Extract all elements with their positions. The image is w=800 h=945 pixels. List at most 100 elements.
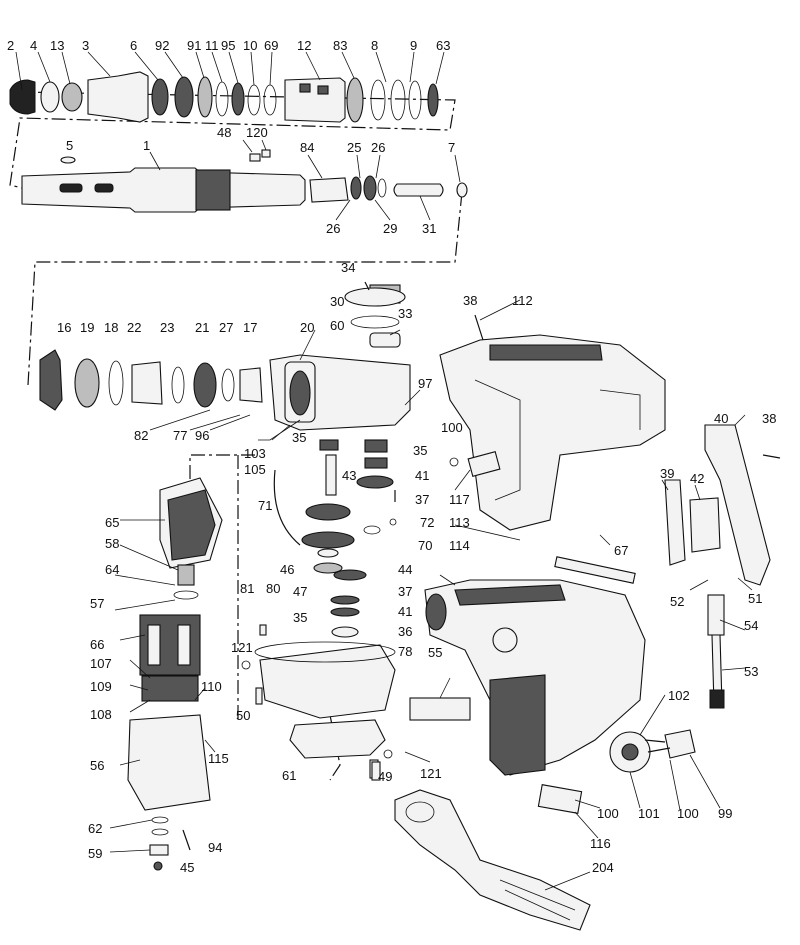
part-label-17: 17	[243, 320, 257, 335]
part-label-91: 91	[187, 38, 201, 53]
gearbox-housing	[258, 284, 411, 441]
part-label-40: 40	[714, 411, 728, 426]
part-label-61: 61	[282, 768, 296, 783]
part-label-102: 102	[668, 688, 690, 703]
part-label-96: 96	[195, 428, 209, 443]
part-label-50: 50	[236, 708, 250, 723]
part-label-69: 69	[264, 38, 278, 53]
part-label-7: 7	[448, 140, 455, 155]
part-label-107: 107	[90, 656, 112, 671]
part-label-62: 62	[88, 821, 102, 836]
part-label-84: 84	[300, 140, 314, 155]
part-label-37: 37	[398, 584, 412, 599]
part-label-42: 42	[690, 471, 704, 486]
part-label-13: 13	[50, 38, 64, 53]
part-label-25: 25	[347, 140, 361, 155]
part-label-97: 97	[418, 376, 432, 391]
part-label-3: 3	[82, 38, 89, 53]
handle-cord-parts	[554, 424, 771, 773]
part-label-113: 113	[449, 515, 470, 530]
leader-lines	[15, 51, 753, 891]
part-label-37: 37	[415, 492, 429, 507]
part-label-47: 47	[293, 584, 307, 599]
main-housing-upper	[439, 334, 666, 531]
part-label-12: 12	[297, 38, 311, 53]
part-label-31: 31	[422, 221, 436, 236]
part-label-112: 112	[512, 293, 533, 308]
part-label-65: 65	[105, 515, 119, 530]
part-label-29: 29	[383, 221, 397, 236]
part-label-67: 67	[614, 543, 628, 558]
part-label-48: 48	[217, 125, 231, 140]
part-label-35: 35	[293, 610, 307, 625]
part-label-38: 38	[463, 293, 477, 308]
part-label-120: 120	[246, 125, 268, 140]
part-label-100: 100	[597, 806, 619, 821]
part-label-35: 35	[292, 430, 306, 445]
part-label-41: 41	[398, 604, 412, 619]
part-label-9: 9	[410, 38, 417, 53]
part-label-105: 105	[244, 462, 266, 477]
part-label-16: 16	[57, 320, 71, 335]
part-label-60: 60	[330, 318, 344, 333]
part-label-43: 43	[342, 468, 356, 483]
part-label-71: 71	[258, 498, 272, 513]
part-label-20: 20	[300, 320, 314, 335]
part-label-18: 18	[104, 320, 118, 335]
part-label-30: 30	[330, 294, 344, 309]
main-housing-lower	[409, 579, 646, 814]
part-label-115: 115	[208, 751, 229, 766]
gear-train	[39, 349, 263, 411]
clutch-stack	[273, 439, 394, 638]
armature-motor	[127, 477, 223, 871]
part-label-6: 6	[130, 38, 137, 53]
part-label-92: 92	[155, 38, 169, 53]
part-label-1: 1	[143, 138, 150, 153]
part-label-82: 82	[134, 428, 148, 443]
part-label-108: 108	[90, 707, 112, 722]
part-label-94: 94	[208, 840, 222, 855]
part-label-34: 34	[341, 260, 355, 275]
spindle-shaft	[21, 149, 468, 213]
part-label-72: 72	[420, 515, 434, 530]
part-label-8: 8	[371, 38, 378, 53]
chuck-assembly	[9, 71, 439, 123]
part-label-121: 121	[231, 640, 253, 655]
part-label-95: 95	[221, 38, 235, 53]
part-label-45: 45	[180, 860, 194, 875]
part-label-78: 78	[398, 644, 412, 659]
part-label-35: 35	[413, 443, 427, 458]
part-label-101: 101	[638, 806, 660, 821]
part-label-41: 41	[415, 468, 429, 483]
part-label-49: 49	[378, 769, 392, 784]
assembly-path-lines	[9, 91, 463, 781]
part-label-81: 81	[240, 581, 254, 596]
part-label-63: 63	[436, 38, 450, 53]
part-label-109: 109	[90, 679, 112, 694]
part-label-52: 52	[670, 594, 684, 609]
part-labels: 2 4 13 3 6 92 91 11 95 10 69 12 83 8 9 6…	[7, 38, 776, 875]
part-label-103: 103	[244, 446, 266, 461]
part-label-53: 53	[744, 664, 758, 679]
part-label-22: 22	[127, 320, 141, 335]
part-label-83: 83	[333, 38, 347, 53]
part-label-56: 56	[90, 758, 104, 773]
part-label-64: 64	[105, 562, 119, 577]
part-label-36: 36	[398, 624, 412, 639]
part-label-4: 4	[30, 38, 37, 53]
part-label-11: 11	[205, 38, 219, 53]
part-label-99: 99	[718, 806, 732, 821]
part-label-54: 54	[744, 618, 758, 633]
part-label-10: 10	[243, 38, 257, 53]
part-label-33: 33	[398, 306, 412, 321]
part-label-204: 204	[592, 860, 614, 875]
part-label-100: 100	[677, 806, 699, 821]
part-label-59: 59	[88, 846, 102, 861]
auxiliary-handle	[394, 789, 591, 931]
part-label-23: 23	[160, 320, 174, 335]
part-label-100: 100	[441, 420, 463, 435]
part-label-77: 77	[173, 428, 187, 443]
part-label-21: 21	[195, 320, 209, 335]
part-label-38: 38	[762, 411, 776, 426]
